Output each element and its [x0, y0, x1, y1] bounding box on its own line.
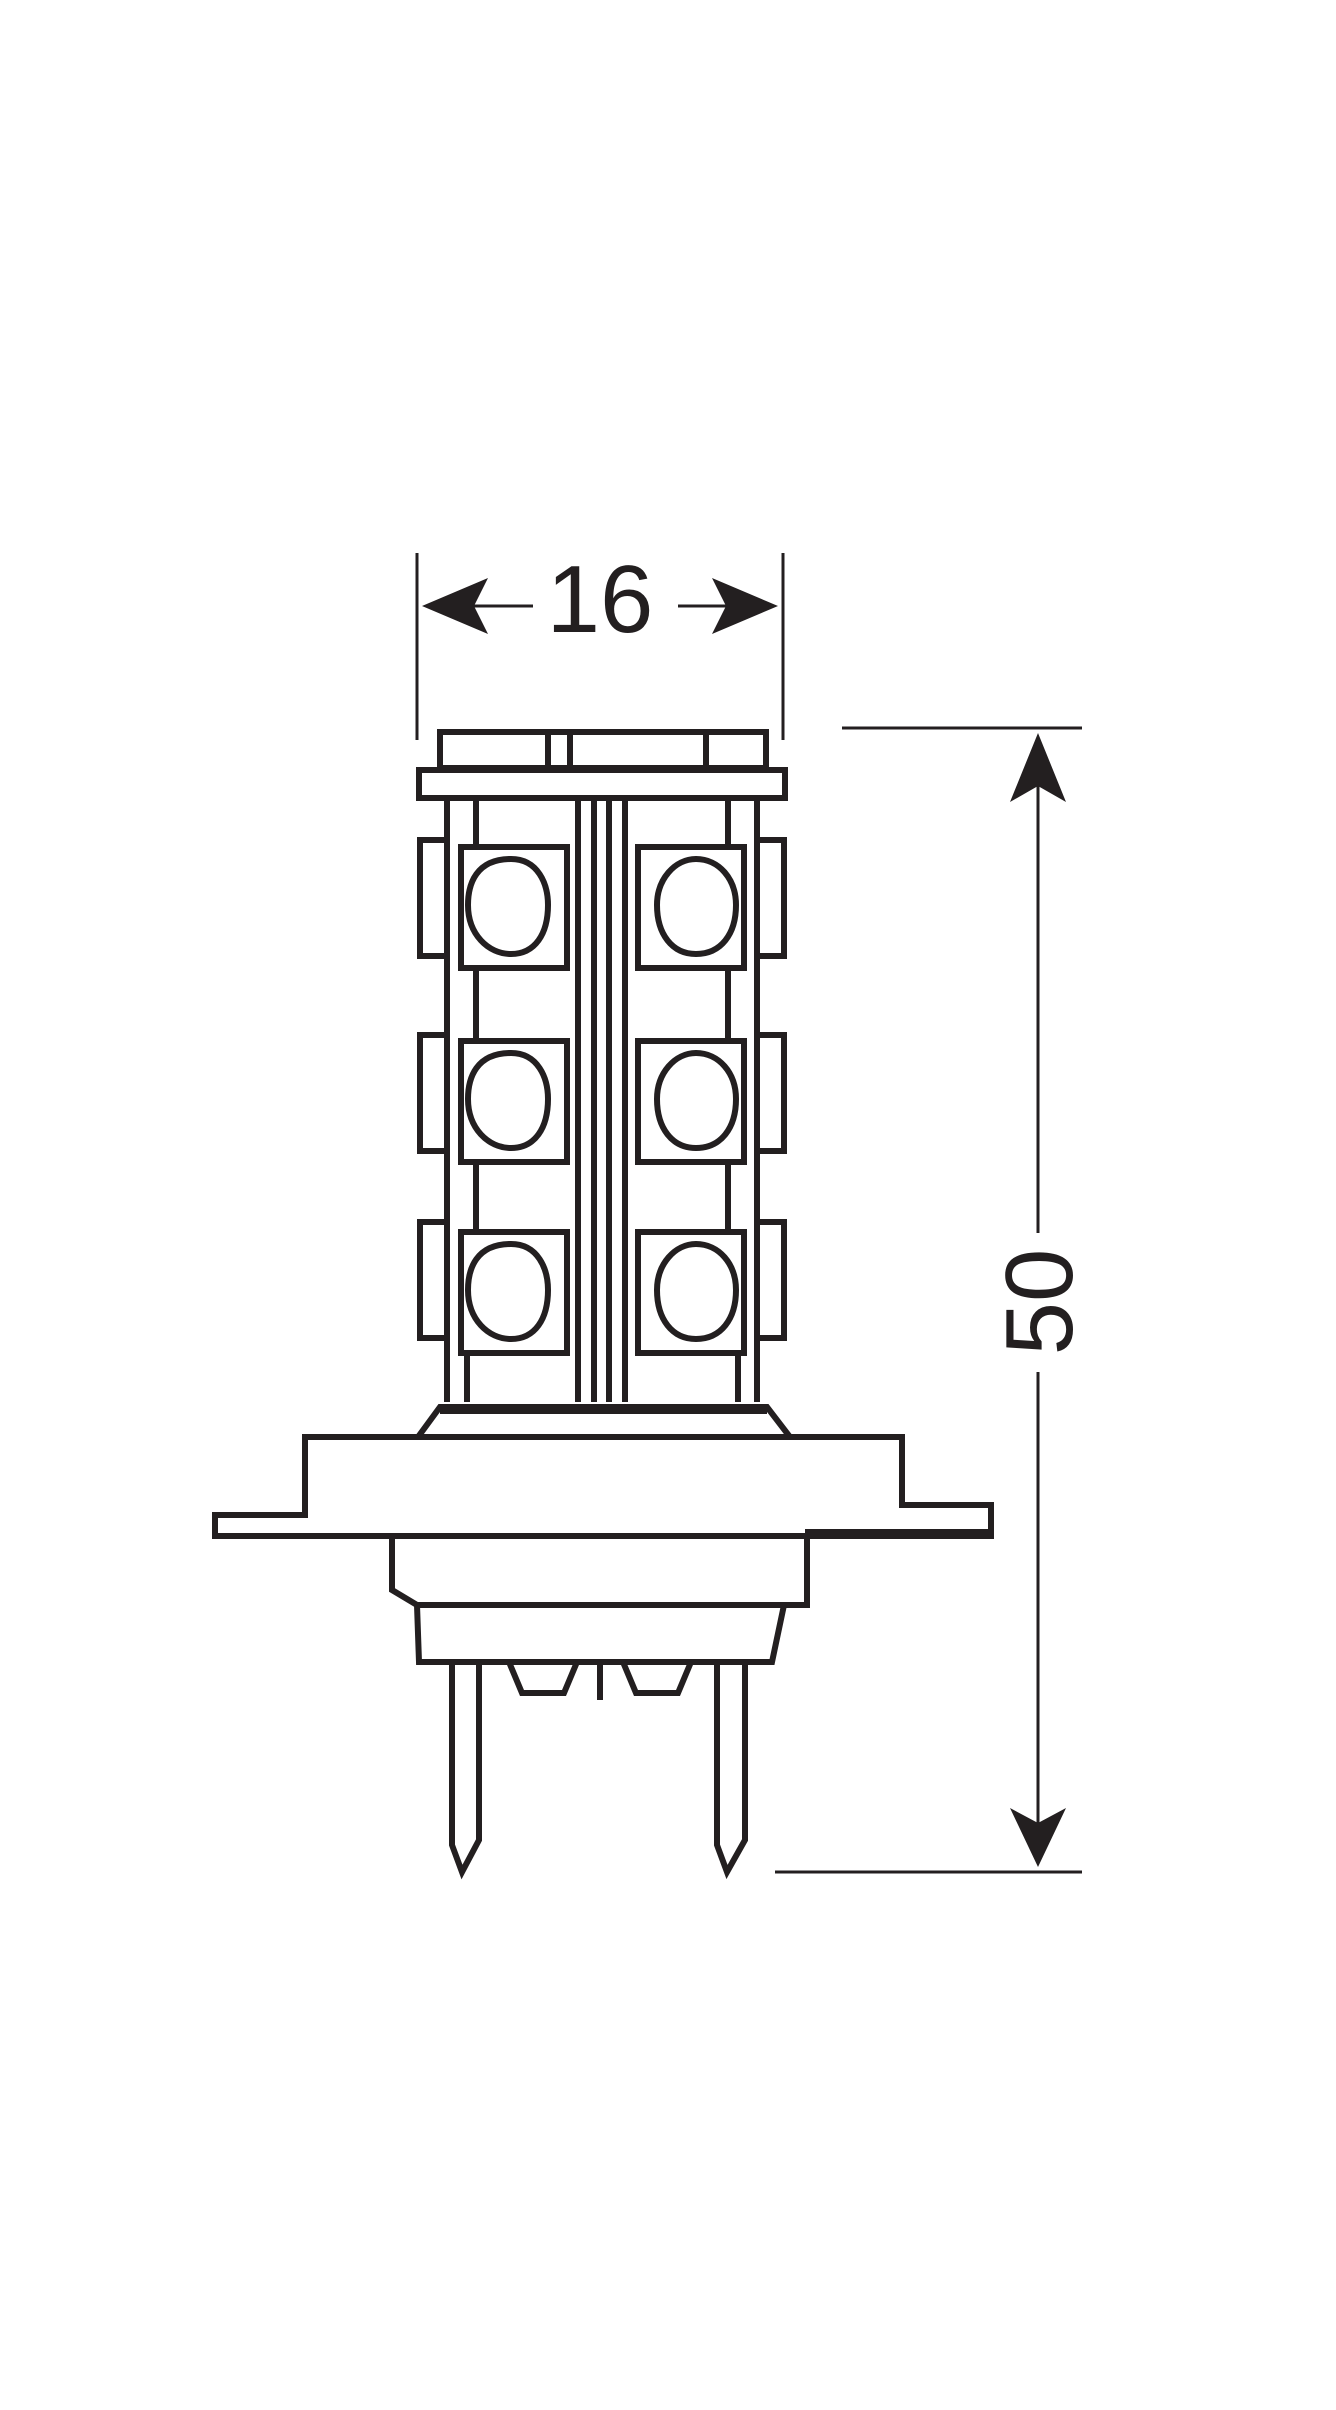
led-chip: [458, 1038, 570, 1165]
led-chip: [635, 1038, 747, 1165]
led-chip: [458, 1229, 570, 1356]
contact-pin-left: [449, 1662, 482, 1880]
top-cap-plate: [437, 729, 769, 771]
socket-clip: [620, 1660, 694, 1696]
side-led-chip: [754, 837, 787, 959]
base-body: [389, 1536, 810, 1608]
height-arrowhead-top: [1010, 733, 1066, 802]
side-led-chip: [417, 1219, 450, 1341]
height-dimension-label: 50: [986, 1249, 1093, 1356]
top-flange: [416, 767, 788, 801]
led-column: [417, 798, 787, 1402]
led-chip: [458, 844, 570, 971]
led-chip: [635, 1229, 747, 1356]
base-flange: [212, 1434, 994, 1539]
height-dimension: 50: [775, 726, 1093, 1874]
side-led-chip: [754, 1032, 787, 1154]
side-led-chip: [417, 837, 450, 959]
height-arrowhead-bottom: [1010, 1808, 1066, 1867]
base-socket: [414, 1604, 787, 1665]
side-led-chip: [417, 1032, 450, 1154]
width-dimension: 16: [415, 546, 785, 740]
side-led-chip: [754, 1219, 787, 1341]
width-dimension-label: 16: [547, 546, 654, 653]
width-arrowhead-left: [422, 578, 488, 634]
bulb-base: [212, 1404, 994, 1700]
led-chip: [635, 844, 747, 971]
socket-clip: [506, 1660, 580, 1696]
contact-pin-right: [714, 1662, 748, 1880]
contact-pins: [449, 1662, 748, 1880]
bulb-top-cap: [416, 729, 788, 801]
width-arrowhead-right: [712, 578, 778, 634]
